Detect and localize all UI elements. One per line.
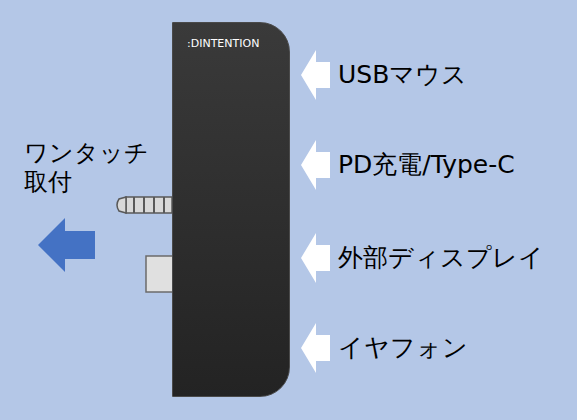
port-label: イヤフォン	[338, 333, 468, 363]
attach-note: ワンタッチ 取付	[24, 139, 152, 197]
jack-tip	[117, 197, 126, 213]
attach-arrow	[38, 218, 95, 272]
input-arrow	[301, 323, 330, 373]
input-arrow	[301, 233, 330, 283]
jack-shaft	[126, 197, 172, 213]
port-label: PD充電/Type-C	[338, 150, 515, 180]
port-label: USBマウス	[338, 60, 467, 90]
jack-ring	[133, 197, 135, 213]
input-arrow	[301, 140, 330, 190]
port-label: 外部ディスプレイ	[338, 243, 544, 273]
jack-ring	[163, 197, 165, 213]
usb-c-plug	[146, 256, 174, 292]
device-body: :DINTENTION	[172, 22, 290, 397]
jack-ring	[143, 197, 145, 213]
input-arrow	[301, 50, 330, 100]
input-arrows	[301, 50, 330, 373]
audio-jack-plug	[117, 197, 172, 213]
jack-ring	[153, 197, 155, 213]
brand-name: :DINTENTION	[187, 37, 281, 50]
